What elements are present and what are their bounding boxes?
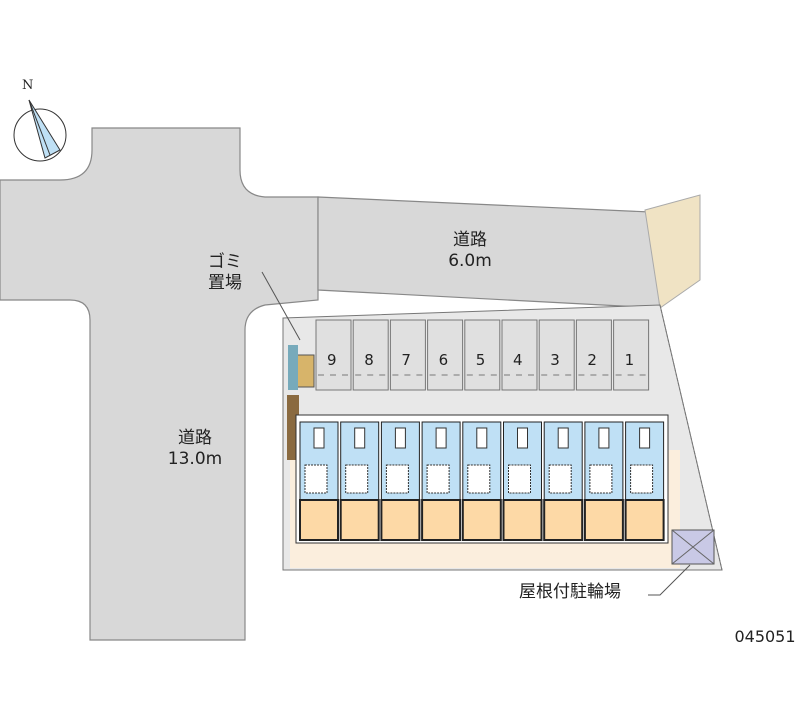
unit-room [583,499,624,541]
parking-space [501,319,538,391]
property-id: 045051 [734,627,796,646]
unit-room [299,499,339,541]
unit-room [461,499,502,541]
compass-icon [13,99,67,162]
parking-space [538,319,575,391]
bicycle-parking-label: 屋根付駐輪場 [519,582,621,602]
parking-space-number: 4 [513,351,523,369]
parking-space [352,319,389,391]
garbage-label: ゴミ置場 [208,252,242,293]
parking-space-number: 9 [327,351,337,369]
parking-space-number: 6 [438,351,449,369]
unit-room [502,499,543,541]
road-13m [0,127,319,641]
parking-space-number: 5 [475,351,486,369]
unit-room [543,499,584,541]
unit-room [624,499,665,541]
parking-space-number: 1 [624,351,635,369]
parking-area [315,319,650,391]
parking-space-number: 2 [587,351,597,369]
compass-north-label: N [22,78,34,93]
parking-space [575,319,612,391]
parking-space-number: 3 [550,351,560,369]
parking-space [464,319,501,391]
parking-space [315,319,352,391]
unit-room [339,499,380,541]
unit-room [421,499,462,541]
parking-space [427,319,464,391]
units [299,421,665,541]
parking-space-number: 7 [401,351,411,369]
parking-space [389,319,426,391]
parking-space [613,319,650,391]
parking-space-number: 8 [364,351,374,369]
unit-room [380,499,421,541]
neighbor-lot [644,194,701,309]
